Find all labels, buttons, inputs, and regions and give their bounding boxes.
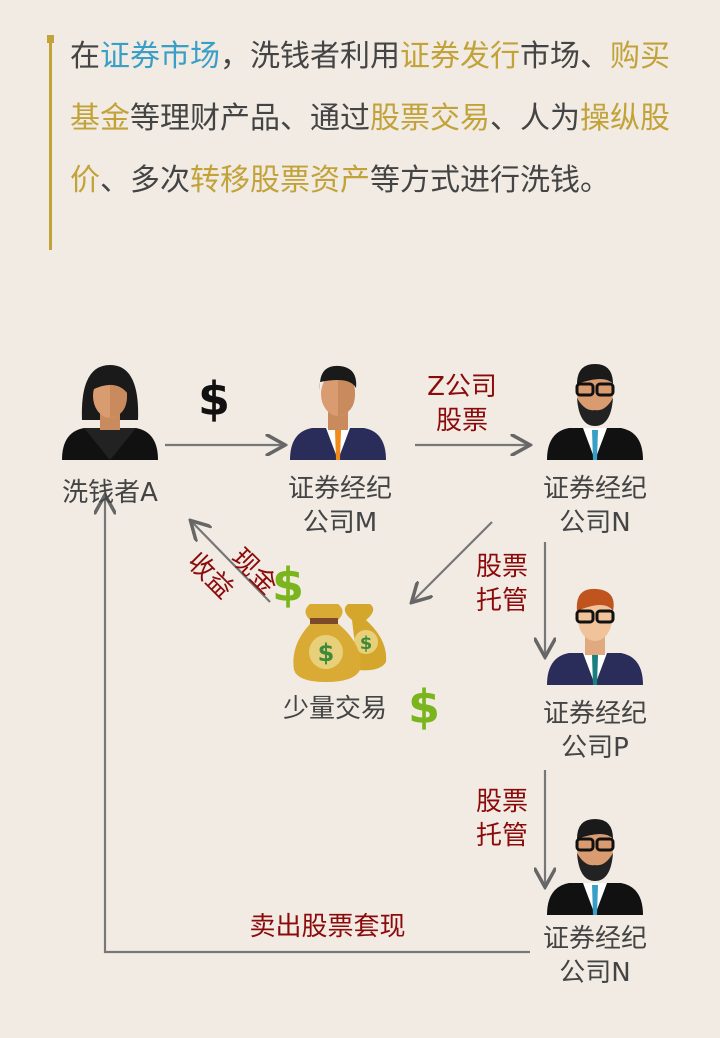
accent-bar [47, 35, 54, 250]
node-label-bags: 少量交易 [282, 694, 387, 724]
broker-p-avatar [547, 588, 643, 685]
edge-label-z-stock: Z公司股票 [412, 370, 512, 438]
intro-segment: 市场、 [520, 39, 610, 74]
intro-paragraph: 在证券市场，洗钱者利用证券发行市场、购买基金等理财产品、通过股票交易、人为操纵股… [70, 26, 680, 212]
label-line: 证券经纪 [287, 474, 392, 504]
intro-segment: 、多次 [100, 163, 190, 198]
label-line: 股票 [435, 406, 488, 436]
node-label-n2: 证券经纪公司N [525, 922, 665, 990]
label-line: 公司N [559, 508, 631, 538]
intro-segment: 证券市场 [100, 39, 220, 74]
edge-label-custody-2: 股票托管 [465, 785, 539, 853]
arrow-n-to-bags [413, 521, 493, 601]
label-line: 股票 [475, 787, 528, 817]
label-line: 证券经纪 [542, 699, 647, 729]
label-line: 托管 [475, 821, 528, 851]
intro-segment: 在 [70, 39, 100, 74]
svg-text:$: $ [360, 633, 373, 654]
arrow-cash-to-a [192, 522, 271, 603]
intro-segment: 转移股票资产 [190, 163, 370, 198]
intro-segment: 证券发行 [400, 39, 520, 74]
label-line: 公司M [302, 508, 378, 538]
broker-n2-avatar [547, 819, 643, 915]
dollar-icon: $ [198, 372, 231, 426]
broker-n-avatar [547, 364, 643, 460]
intro-segment: 等方式进行洗钱。 [370, 163, 610, 198]
node-label-a: 洗钱者A [62, 478, 158, 508]
intro-segment: 、人为 [490, 101, 580, 136]
node-label-p: 证券经纪公司P [525, 697, 665, 765]
svg-text:$: $ [318, 639, 335, 667]
intro-segment: ，洗钱者利用 [220, 39, 400, 74]
edge-label-custody-1: 股票托管 [465, 550, 539, 618]
dollar-icon-green: $ [272, 558, 305, 612]
arrow-sell-to-a [105, 497, 530, 954]
node-label-m: 证券经纪公司M [270, 472, 410, 540]
dollar-icon-green: $ [408, 680, 441, 734]
edge-label-sell: 卖出股票套现 [249, 912, 406, 942]
money-bags-icon: $ $ [293, 604, 387, 682]
label-line: 托管 [475, 586, 528, 616]
label-line: 证券经纪 [542, 474, 647, 504]
label-line: 证券经纪 [542, 924, 647, 954]
intro-segment: 操纵股价 [70, 101, 670, 198]
intro-segment: 购买基金 [70, 39, 670, 136]
label-line: Z公司 [427, 372, 497, 402]
label-line: 股票 [475, 552, 528, 582]
label-line: 公司P [561, 733, 629, 763]
intro-segment: 股票交易 [370, 101, 490, 136]
launderer-avatar [62, 365, 158, 460]
label-line: 公司N [559, 958, 631, 988]
node-label-n: 证券经纪公司N [525, 472, 665, 540]
broker-m-avatar [290, 365, 386, 460]
intro-segment: 等理财产品、通过 [130, 101, 370, 136]
